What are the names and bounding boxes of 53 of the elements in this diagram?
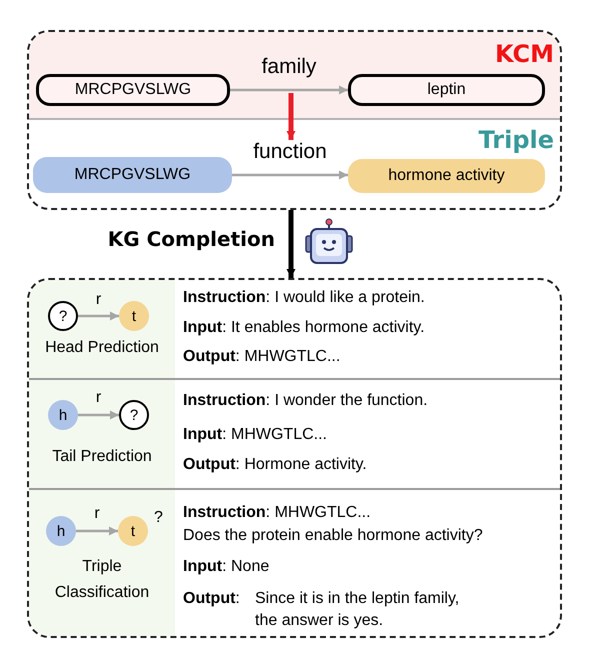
instruction-text: Input: It enables hormone activity. <box>183 318 425 338</box>
edge-label: function <box>253 141 327 162</box>
arrow <box>286 210 296 278</box>
instruction-text: the answer is yes. <box>255 611 384 631</box>
edge-label: r <box>94 506 100 522</box>
sequence-box <box>36 74 230 106</box>
instruction-text: Instruction: I wonder the function. <box>183 391 428 411</box>
task-row <box>29 380 560 490</box>
panel-label: Triple Classification <box>54 557 150 603</box>
kcm-band <box>29 32 560 120</box>
instruction-text: Input: None <box>183 557 270 577</box>
instruction-text: Input: MHWGTLC... <box>183 425 327 445</box>
arrow <box>230 86 348 94</box>
task-panel <box>29 490 175 636</box>
edge-label: family <box>262 56 316 77</box>
instruction-text: Output: <box>183 589 240 609</box>
question-mark: ? <box>154 510 163 526</box>
node-label: ? <box>58 308 68 324</box>
arrow <box>232 170 348 180</box>
panel-label: Head Prediction <box>44 338 160 358</box>
panel-label: Tail Prediction <box>51 447 153 467</box>
arrow <box>76 526 118 536</box>
head-entity-box <box>33 157 232 193</box>
node-label: h <box>58 408 68 422</box>
task-panel <box>29 280 175 378</box>
node-label: h <box>56 524 66 538</box>
task-panel <box>29 380 175 488</box>
instruction-text: Output: Hormone activity. <box>183 455 367 475</box>
edge-label: KG Completion <box>108 229 275 249</box>
node-label: MRCPGVSLWG <box>74 167 191 183</box>
arrow <box>78 410 119 420</box>
instruction-text: Since it is in the leptin family, <box>255 589 460 609</box>
node-label: MRCPGVSLWG <box>74 82 192 98</box>
task-row <box>29 280 560 380</box>
node-label: ? <box>130 408 138 422</box>
dashed-container <box>27 278 562 638</box>
tail-entity-box <box>348 159 545 193</box>
dashed-container <box>27 30 562 210</box>
instruction-text: Instruction: MHWGTLC... <box>183 503 371 523</box>
node-label: t <box>132 308 136 324</box>
entity-box <box>348 74 545 106</box>
arrow <box>78 312 119 320</box>
node-label: hormone activity <box>388 168 505 184</box>
edge-label: r <box>96 292 102 308</box>
band-title: KCM <box>494 39 554 70</box>
node-label: leptin <box>427 82 466 98</box>
band-title: Triple <box>478 125 554 156</box>
instruction-text: Output: MHWGTLC... <box>183 347 340 367</box>
edge-label: r <box>96 390 102 406</box>
instruction-text: Does the protein enable hormone activity? <box>183 526 483 546</box>
arrow <box>286 93 296 140</box>
instruction-text: Instruction: I would like a protein. <box>183 288 425 308</box>
node-label: t <box>130 524 136 538</box>
